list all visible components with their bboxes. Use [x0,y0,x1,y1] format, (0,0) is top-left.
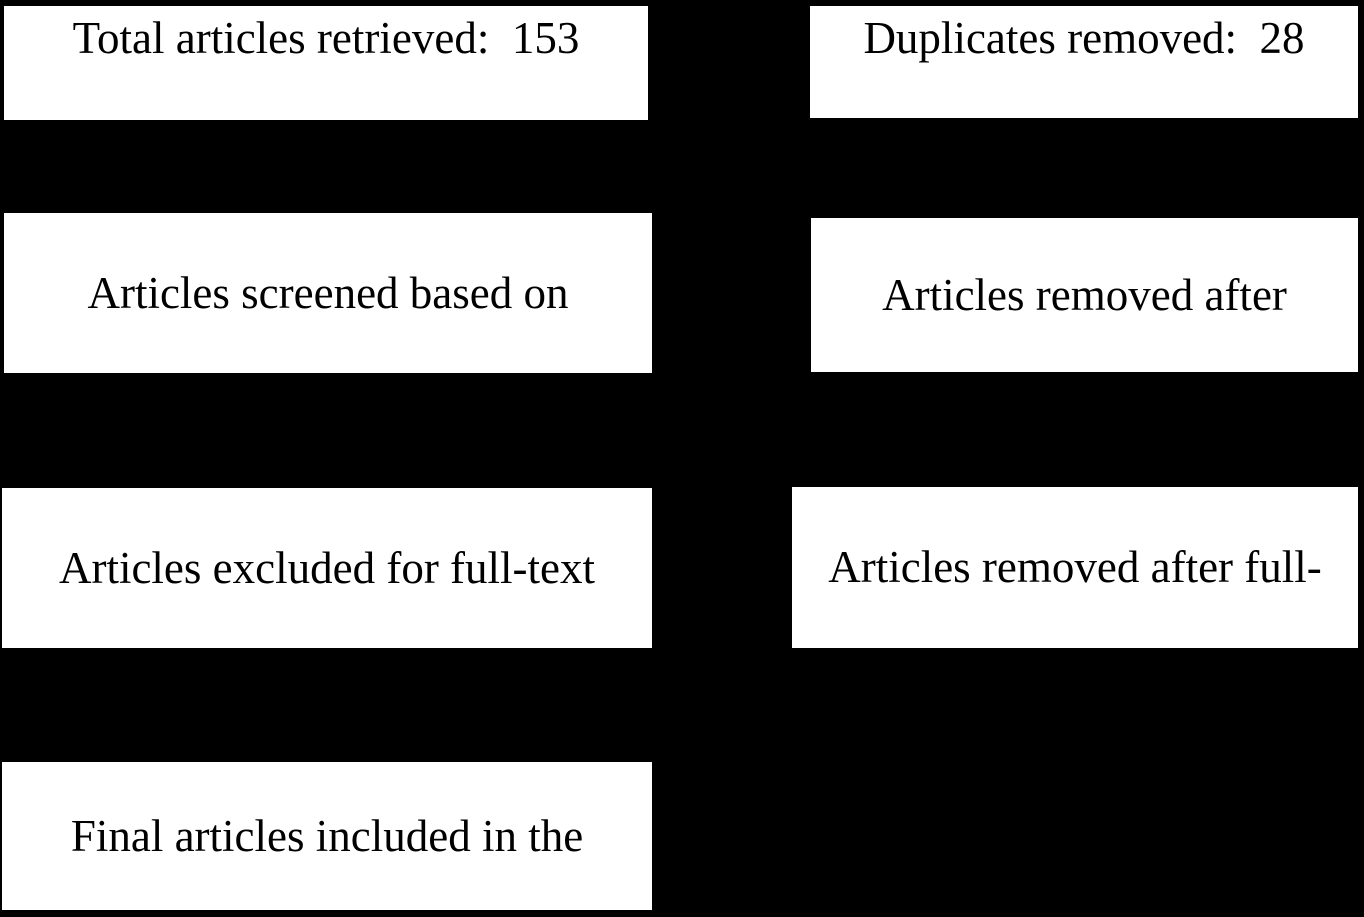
node-articles-removed-after-full-text-label: Articles removed after full- [828,542,1322,592]
node-articles-removed-after-full-text: Articles removed after full- [792,487,1358,648]
node-total-articles-retrieved-label: Total articles retrieved: 153 [72,13,580,63]
node-total-articles-retrieved: Total articles retrieved: 153 [4,6,648,120]
node-articles-excluded-full-text: Articles excluded for full-text [2,488,652,648]
node-articles-removed-after: Articles removed after [811,218,1358,372]
node-duplicates-removed-label: Duplicates removed: 28 [863,13,1305,63]
node-duplicates-removed: Duplicates removed: 28 [810,6,1358,118]
node-articles-excluded-full-text-label: Articles excluded for full-text [58,542,596,593]
node-articles-screened-label: Articles screened based on [87,267,569,318]
node-final-articles-included-label: Final articles included in the [70,810,584,861]
node-articles-removed-after-label: Articles removed after [882,269,1287,320]
node-final-articles-included: Final articles included in the [2,762,652,910]
node-articles-screened: Articles screened based on [4,213,652,373]
